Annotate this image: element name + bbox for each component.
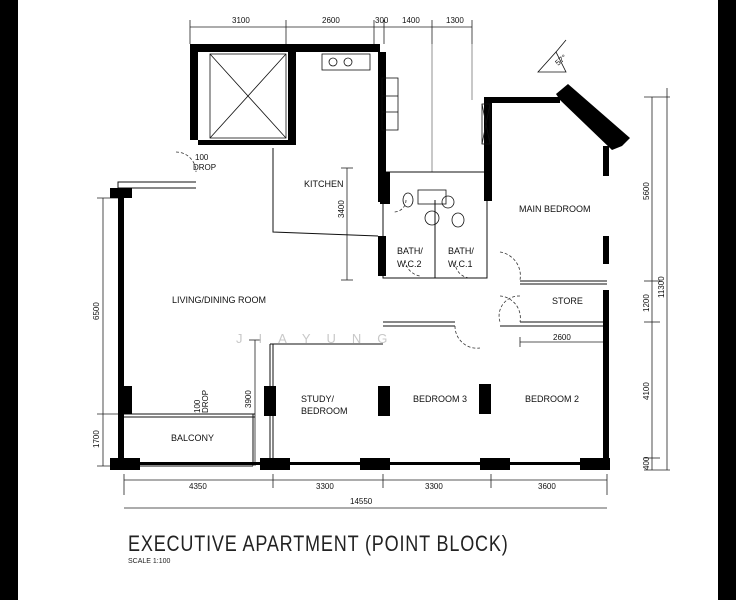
room-bedroom3: BEDROOM 3 (413, 394, 467, 404)
dim-top-4: 1300 (446, 16, 464, 25)
dim-top-0: 3100 (232, 16, 250, 25)
dim-kitchen-height: 3400 (337, 200, 346, 218)
dim-bedroom2-width: 2600 (553, 333, 571, 342)
dim-right-1: 1200 (642, 294, 651, 312)
drop-upper-value: 100 (195, 153, 209, 162)
dim-right-3: 400 (642, 456, 651, 470)
room-bath2-line2: W.C.2 (397, 259, 422, 269)
room-study-line1: STUDY/ (301, 394, 335, 404)
room-bath2-line1: BATH/ (397, 246, 423, 256)
dim-bottom-0: 4350 (189, 482, 207, 491)
drop-balcony-label: DROP (201, 390, 210, 413)
dim-left-1: 1700 (92, 430, 101, 448)
north-arrow-icon (537, 39, 567, 73)
left-black-band (0, 0, 18, 600)
dim-bottom-total: 14550 (350, 497, 373, 506)
drop-upper-label: DROP (193, 163, 216, 172)
dimension-lines (97, 20, 670, 509)
dim-study-height: 3900 (244, 390, 253, 408)
dim-bottom-1: 3300 (316, 482, 334, 491)
watermark: JIAYUNG (236, 331, 403, 346)
north-angle: 57° (554, 53, 569, 68)
room-balcony: BALCONY (171, 433, 214, 443)
dim-right-0: 5600 (642, 182, 651, 200)
room-bath1-line2: W.C.1 (448, 259, 473, 269)
plan-scale: SCALE 1:100 (128, 558, 171, 565)
dim-bottom-3: 3600 (538, 482, 556, 491)
dim-top-1: 2600 (322, 16, 340, 25)
room-living-dining: LIVING/DINING ROOM (172, 295, 266, 305)
thick-walls (110, 44, 630, 470)
dim-right-total: 11300 (657, 276, 666, 298)
right-black-band (718, 0, 736, 600)
room-bath1-line1: BATH/ (448, 246, 474, 256)
door-swings (175, 151, 521, 349)
dim-left-0: 6500 (92, 302, 101, 320)
room-main-bedroom: MAIN BEDROOM (519, 204, 591, 214)
dim-bottom-2: 3300 (425, 482, 443, 491)
plan-title: EXECUTIVE APARTMENT (POINT BLOCK) (128, 531, 509, 556)
room-bedroom2: BEDROOM 2 (525, 394, 579, 404)
dim-top-3: 1400 (402, 16, 420, 25)
drop-balcony-value: 100 (193, 399, 202, 413)
thin-walls (117, 148, 607, 467)
room-store: STORE (552, 296, 583, 306)
dim-right-2: 4100 (642, 382, 651, 400)
fixtures (209, 53, 491, 228)
dim-top-2: 300 (375, 16, 389, 25)
room-study-line2: BEDROOM (301, 406, 348, 416)
room-kitchen: KITCHEN (304, 179, 344, 189)
